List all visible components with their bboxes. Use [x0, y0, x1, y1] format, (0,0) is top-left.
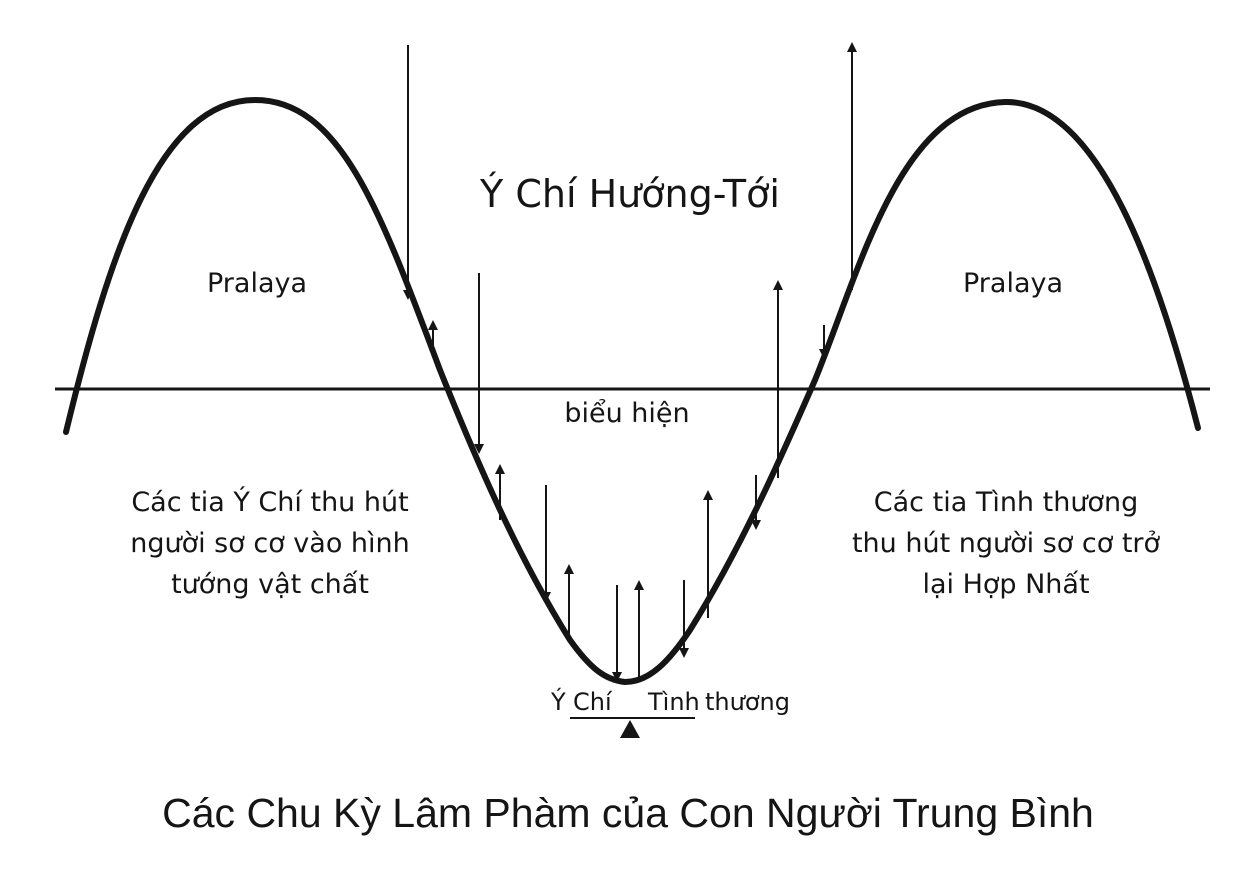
pralaya-right-label: Pralaya	[962, 268, 1064, 299]
will-rays-description: Các tia Ý Chí thu hút người sơ cơ vào hì…	[130, 487, 410, 600]
balance-fulcrum	[620, 720, 640, 738]
figure-caption: Các Chu Kỳ Lâm Phàm của Con Người Trung …	[162, 790, 1094, 836]
balance-love-suffix: thương	[705, 688, 790, 716]
manifestation-label: biểu hiện	[564, 398, 690, 429]
balance-will-prefix: Ý	[551, 688, 566, 716]
cycle-curve	[63, 96, 1201, 686]
diagram-title: Ý Chí Hướng-Tới	[480, 172, 780, 216]
pralaya-left-label: Pralaya	[206, 268, 308, 299]
love-rays-description: Các tia Tình thương thu hút người sơ cơ …	[851, 487, 1161, 600]
balance-love-label: Tình	[648, 688, 700, 716]
balance-will-label: Chí	[573, 688, 612, 716]
